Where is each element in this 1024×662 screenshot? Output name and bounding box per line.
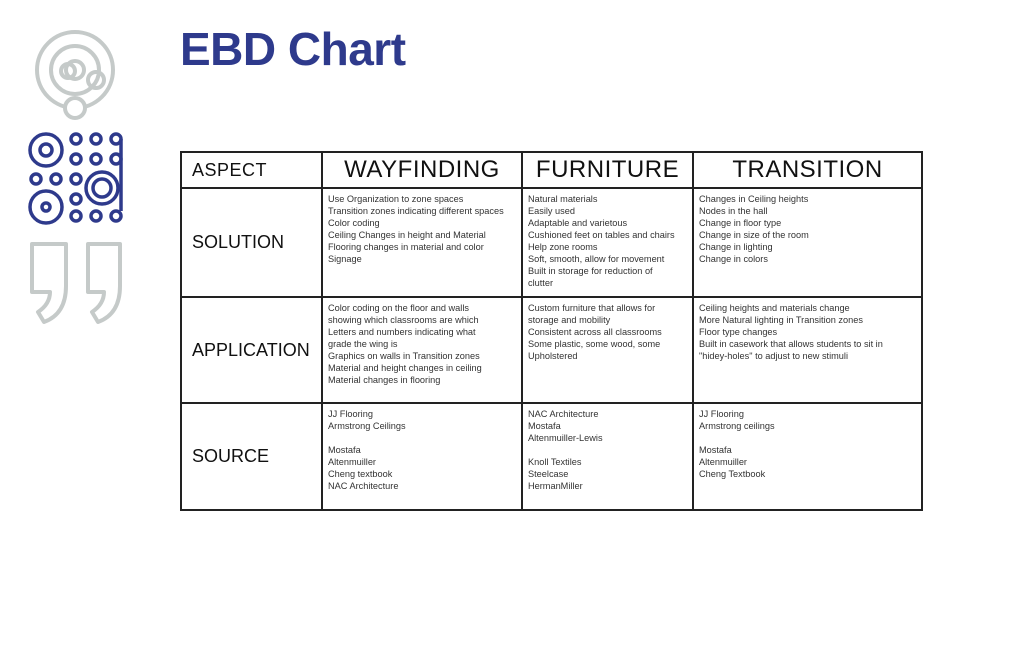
cell-line: [328, 432, 516, 444]
cell-line: Adaptable and varietous: [528, 218, 628, 228]
cell-line: Flooring changes in material and color: [328, 242, 484, 252]
cell-line: Steelcase: [528, 468, 569, 479]
ebd-table: ASPECT WAYFINDING FURNITURE TRANSITION S…: [180, 151, 923, 512]
header-furniture: FURNITURE: [521, 151, 694, 189]
cell-line: Altenmuiller-Lewis: [528, 432, 603, 443]
row-label: APPLICATION: [180, 296, 323, 404]
row-label: SOURCE: [180, 401, 323, 512]
quote-marks-icon: [30, 242, 122, 324]
cell-line: Cheng Textbook: [699, 468, 766, 479]
cell-line: Natural materials: [528, 194, 598, 204]
cell-line: Mostafa: [528, 420, 561, 431]
cell-line: storage and mobility: [528, 315, 611, 326]
cell-line: HermanMiller: [528, 480, 583, 491]
cell-line: Color coding: [328, 218, 380, 228]
cell-line: Built in storage for reduction of: [528, 266, 653, 276]
header-aspect: ASPECT: [180, 151, 323, 189]
cell-line: JJ Flooring: [328, 408, 373, 419]
cell-line: Material changes in flooring: [328, 375, 441, 386]
cell-line: Altenmuiller: [328, 456, 376, 467]
orbit-circles-icon: [35, 30, 115, 120]
cell-line: Altenmuiller: [699, 456, 747, 467]
cell-line: Ceiling Changes in height and Material: [328, 230, 486, 240]
cell-line: Cushioned feet on tables and chairs: [528, 230, 675, 240]
cell-line: Built in casework that allows students t…: [699, 339, 883, 350]
cell-line: Change in size of the room: [699, 230, 809, 240]
cell-line: Help zone rooms: [528, 242, 598, 252]
cell-line: Change in floor type: [699, 218, 782, 228]
cell-line: Signage: [328, 254, 362, 264]
row-label: SOLUTION: [180, 186, 323, 299]
cell-line: Soft, smooth, allow for movement: [528, 254, 665, 264]
cell-line: [699, 432, 916, 444]
cell-line: Graphics on walls in Transition zones: [328, 351, 480, 362]
cell-line: grade the wing is: [328, 339, 398, 350]
cell-line: Mostafa: [328, 444, 361, 455]
cell-line: NAC Architecture: [328, 480, 399, 491]
cell-line: Cheng textbook: [328, 468, 393, 479]
header-row: ASPECT WAYFINDING FURNITURE TRANSITION: [180, 151, 923, 189]
cell-line: Knoll Textiles: [528, 456, 582, 467]
header-transition: TRANSITION: [692, 151, 923, 189]
cell-line: Mostafa: [699, 444, 732, 455]
cell-line: [528, 444, 687, 456]
cell-line: Change in colors: [699, 254, 768, 264]
header-wayfinding: WAYFINDING: [321, 151, 523, 189]
cell-line: showing which classrooms are which: [328, 315, 479, 326]
cell-line: Nodes in the hall: [699, 206, 768, 216]
cell-line: Upholstered: [528, 351, 578, 362]
dot-grid-icon: [28, 132, 123, 225]
cell-line: Consistent across all classrooms: [528, 327, 662, 338]
cell-line: Use Organization to zone spaces: [328, 194, 464, 204]
cell-line: Ceiling heights and materials change: [699, 303, 850, 314]
cell-line: Letters and numbers indicating what: [328, 327, 476, 338]
cell-line: Easily used: [528, 206, 575, 216]
cell-line: NAC Architecture: [528, 408, 599, 419]
cell-line: Material and height changes in ceiling: [328, 363, 482, 374]
cell-line: Armstrong ceilings: [699, 420, 775, 431]
cell-line: Some plastic, some wood, some: [528, 339, 661, 350]
cell-line: Changes in Ceiling heights: [699, 194, 809, 204]
cell-line: "hidey-holes" to adjust to new stimuli: [699, 351, 849, 362]
cell-line: Armstrong Ceilings: [328, 420, 406, 431]
cell-line: JJ Flooring: [699, 408, 744, 419]
page-title: EBD Chart: [180, 23, 406, 75]
cell-line: Transition zones indicating different sp…: [328, 206, 504, 216]
cell-line: Color coding on the floor and walls: [328, 303, 469, 314]
cell-line: Floor type changes: [699, 327, 778, 338]
cell-line: clutter: [528, 278, 554, 288]
cell-line: Change in lighting: [699, 242, 773, 252]
cell-line: Custom furniture that allows for: [528, 303, 656, 314]
cell-line: More Natural lighting in Transition zone…: [699, 315, 863, 326]
icon-column: [28, 30, 123, 324]
